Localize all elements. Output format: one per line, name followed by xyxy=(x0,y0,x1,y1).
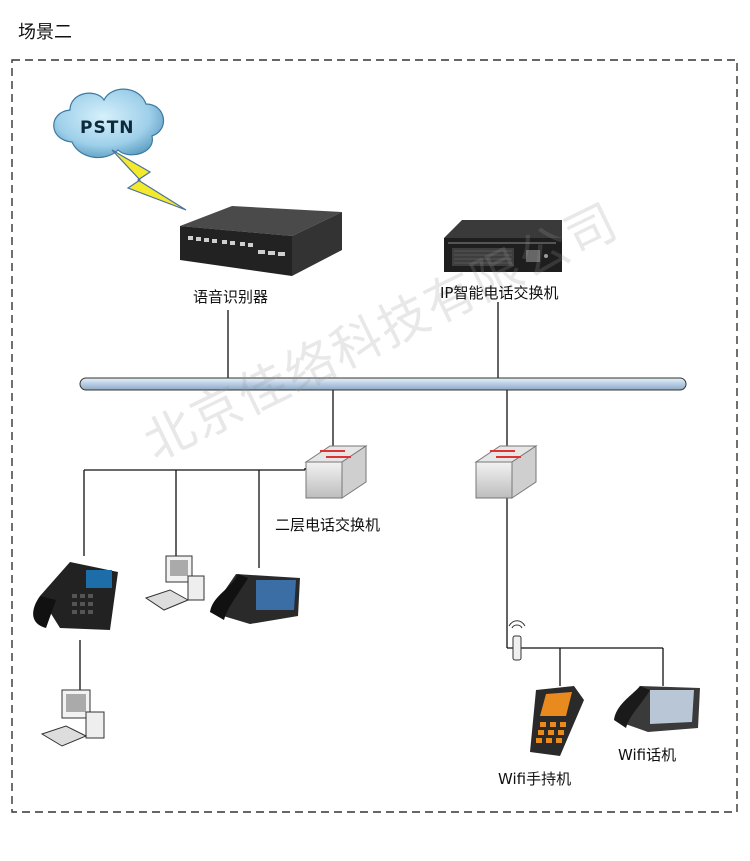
wifi-desk-phone xyxy=(614,686,700,732)
ip-phone-left xyxy=(33,562,118,630)
network-bus xyxy=(79,377,687,391)
pstn-link-lightning xyxy=(111,149,187,211)
wifi-handset-label: Wifi手持机 xyxy=(498,770,572,788)
pstn-cloud xyxy=(53,88,165,159)
wireless-ap-icon xyxy=(508,620,526,661)
scene-title: 场景二 xyxy=(18,22,72,43)
voice-recognizer-label: 语音识别器 xyxy=(193,288,269,306)
access-switch-device xyxy=(474,445,538,499)
wifi-phone-label: Wifi话机 xyxy=(618,746,677,764)
pc-center xyxy=(144,555,205,611)
pc-bottom xyxy=(40,689,105,747)
connection-lines xyxy=(79,302,664,690)
scene-boundary xyxy=(11,59,738,813)
ip-pbx-server xyxy=(444,220,562,272)
voice-recognizer-device xyxy=(180,206,342,276)
wifi-handset-device xyxy=(530,686,584,756)
pstn-label: PSTN xyxy=(80,118,135,138)
l2-switch-device xyxy=(304,445,368,499)
l2-switch-label: 二层电话交换机 xyxy=(275,516,381,534)
ip-phone-video xyxy=(210,574,300,624)
ip-pbx-label: IP智能电话交换机 xyxy=(440,284,559,302)
